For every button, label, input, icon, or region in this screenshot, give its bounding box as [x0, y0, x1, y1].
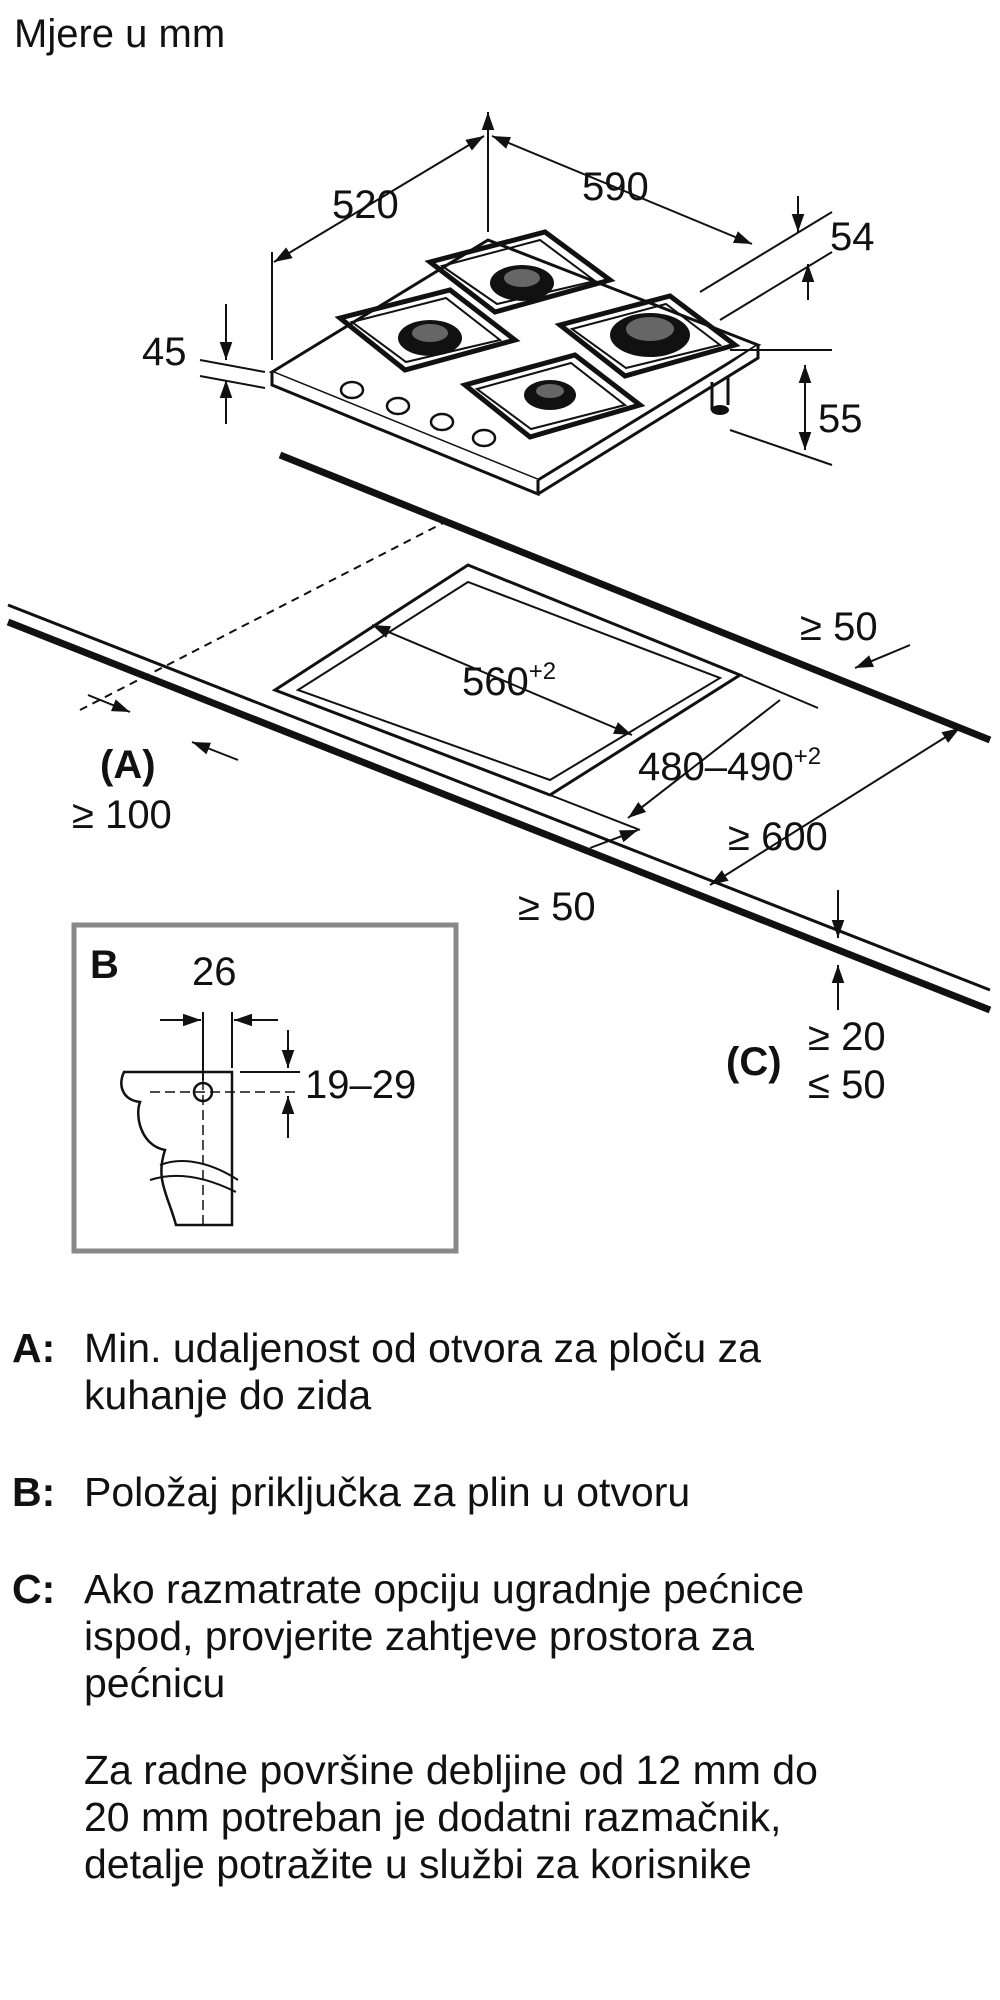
- back-clearance-label: ≥ 50: [800, 605, 878, 649]
- detail-b-box: B 26 19–29: [71, 922, 459, 1254]
- detail-b-width-label: 26: [192, 950, 237, 994]
- notes-section: A: Min. udaljenost od otvora za ploču za…: [0, 1325, 990, 1938]
- note-a-line: kuhanje do zida: [84, 1372, 372, 1418]
- width-label: 590: [582, 165, 649, 209]
- note-c-key: C:: [12, 1566, 56, 1612]
- depth-label: 520: [332, 183, 399, 227]
- wall-label: (A): [100, 743, 156, 787]
- note-extra-line: detalje potražite u službi za korisnike: [84, 1841, 752, 1887]
- side-height-label: 45: [142, 330, 187, 374]
- worktop-depth-label: ≥ 600: [728, 815, 828, 859]
- note-b-key: B:: [12, 1469, 56, 1515]
- note-b-text: Položaj priključka za plin u otvoru: [84, 1469, 990, 1516]
- note-extra-text: Za radne površine debljine od 12 mm do 2…: [84, 1747, 990, 1888]
- note-c: C: Ako razmatrate opciju ugradnje pećnic…: [0, 1566, 990, 1707]
- note-a-line: Min. udaljenost od otvora za ploču za: [84, 1325, 761, 1371]
- note-extra: Za radne površine debljine od 12 mm do 2…: [0, 1747, 990, 1888]
- note-c-line: pećnicu: [84, 1660, 226, 1706]
- detail-b-height-label: 19–29: [305, 1063, 416, 1107]
- cutout-width-value: 560: [462, 660, 529, 704]
- note-b-line: Položaj priključka za plin u otvoru: [84, 1469, 691, 1515]
- note-extra-line: Za radne površine debljine od 12 mm do: [84, 1747, 818, 1793]
- detail-b-label: B: [90, 943, 119, 987]
- page-title: Mjere u mm: [14, 12, 225, 56]
- top-offset-label: 54: [830, 215, 875, 259]
- cutout-depth-label: 480–490+2: [638, 743, 821, 789]
- note-extra-line: 20 mm potreban je dodatni razmačnik,: [84, 1794, 782, 1840]
- cutout-width-label: 560+2: [462, 658, 556, 704]
- c-max-label: ≤ 50: [808, 1063, 886, 1107]
- wall-distance-label: ≥ 100: [72, 793, 172, 837]
- front-clearance-label: ≥ 50: [518, 885, 596, 929]
- note-b: B: Položaj priključka za plin u otvoru: [0, 1469, 990, 1516]
- note-c-text: Ako razmatrate opciju ugradnje pećnice i…: [84, 1566, 990, 1707]
- note-c-line: ispod, provjerite zahtjeve prostora za: [84, 1613, 755, 1659]
- note-a: A: Min. udaljenost od otvora za ploču za…: [0, 1325, 990, 1419]
- worktop-dimension-lines: [87, 624, 961, 1010]
- note-a-key: A:: [12, 1325, 56, 1371]
- cutout-depth-tolerance: +2: [794, 743, 821, 770]
- total-height-label: 55: [818, 397, 863, 441]
- installation-diagram: Mjere u mm: [6, 12, 992, 1254]
- note-c-line: Ako razmatrate opciju ugradnje pećnice: [84, 1566, 805, 1612]
- cutout-depth-value: 480–490: [638, 745, 794, 789]
- cutout-width-tolerance: +2: [529, 658, 556, 685]
- c-label: (C): [726, 1040, 782, 1084]
- c-min-label: ≥ 20: [808, 1015, 886, 1059]
- note-a-text: Min. udaljenost od otvora za ploču za ku…: [84, 1325, 990, 1419]
- cooktop: [268, 229, 762, 497]
- hob-dimension-lines: [199, 112, 833, 466]
